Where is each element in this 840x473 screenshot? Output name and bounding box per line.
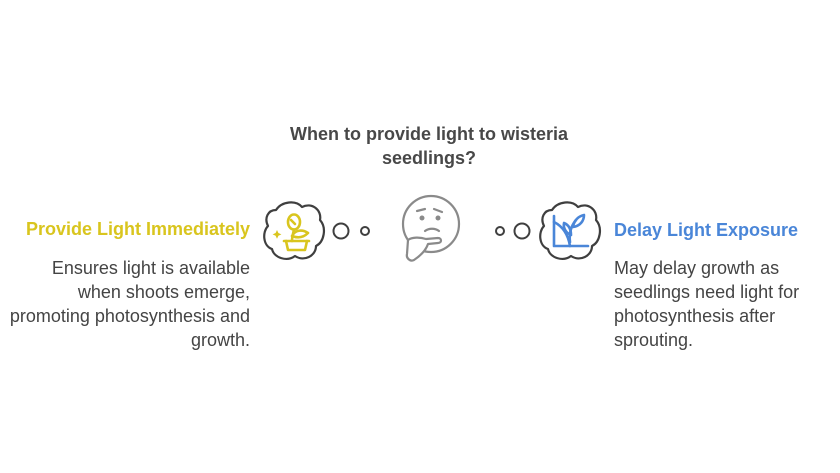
plant-growth-icon bbox=[539, 201, 602, 260]
left-option-description: Ensures light is available when shoots e… bbox=[9, 258, 250, 350]
right-connector-dots bbox=[495, 222, 531, 240]
left-connector-dots bbox=[332, 222, 370, 240]
diagram-question: When to provide light to wisteria seedli… bbox=[289, 124, 568, 168]
right-option-description: May delay growth as seedlings need light… bbox=[614, 258, 800, 350]
thinking-face-icon bbox=[401, 194, 461, 262]
left-option-title: Provide Light Immediately bbox=[25, 219, 250, 239]
sprouting-seed-icon bbox=[263, 201, 326, 260]
right-option-title: Delay Light Exposure bbox=[614, 220, 799, 240]
